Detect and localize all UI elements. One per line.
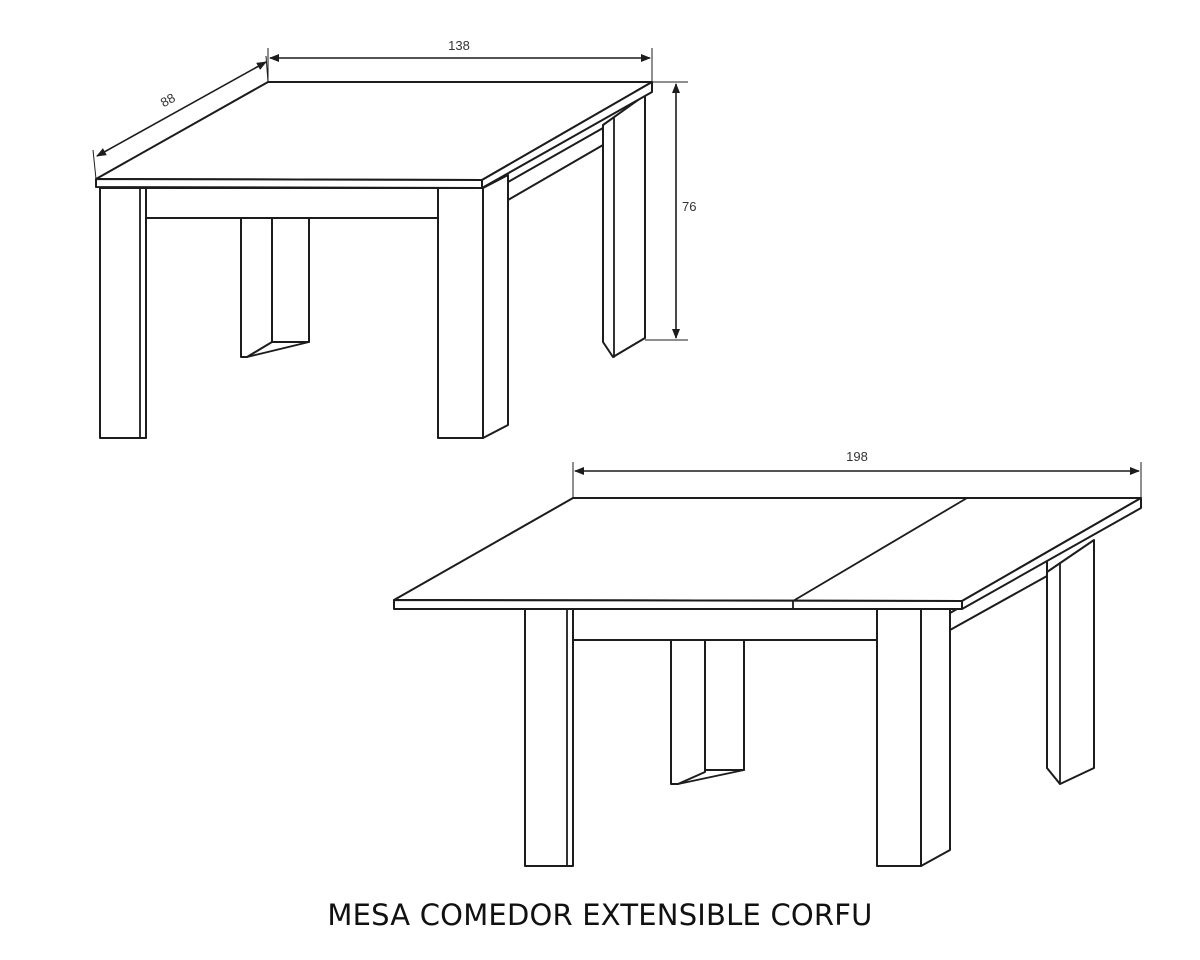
- extended-back-left-leg-side: [704, 637, 745, 771]
- dimension-label-width-extended: 198: [846, 449, 868, 464]
- extended-table-top-front-edge: [393, 599, 963, 610]
- closed-front-apron: [145, 187, 439, 219]
- closed-table-drawing: 138 88 76: [92, 38, 696, 439]
- dimension-label-height: 76: [682, 199, 696, 214]
- product-caption: MESA COMEDOR EXTENSIBLE CORFU: [327, 898, 873, 932]
- closed-back-right-leg: [602, 94, 646, 358]
- dimension-label-width-closed: 138: [448, 38, 470, 53]
- extension-leaf-seam: [792, 497, 968, 602]
- closed-front-right-leg: [437, 187, 484, 439]
- extended-front-apron: [572, 608, 878, 641]
- closed-back-left-leg: [240, 217, 273, 358]
- dimension-width-extended: 198: [572, 449, 1142, 498]
- extended-back-left-leg: [670, 637, 706, 785]
- dimension-depth: 88: [92, 55, 269, 180]
- dimension-height: 76: [645, 81, 696, 341]
- dimension-width-closed: 138: [267, 38, 653, 82]
- extended-table-drawing: 198: [393, 449, 1142, 867]
- closed-table-top-side-edge: [481, 81, 653, 189]
- dimension-label-depth: 88: [158, 90, 178, 110]
- extended-front-right-leg: [876, 608, 922, 867]
- extended-table-top-side-edge: [961, 497, 1142, 610]
- extended-front-right-leg-side: [920, 593, 951, 867]
- closed-front-right-leg-side: [482, 174, 509, 439]
- extended-back-right-leg: [1046, 539, 1095, 785]
- extended-front-left-leg: [524, 608, 574, 867]
- closed-table-top-front-edge: [95, 178, 483, 189]
- closed-back-left-leg-side: [271, 217, 310, 343]
